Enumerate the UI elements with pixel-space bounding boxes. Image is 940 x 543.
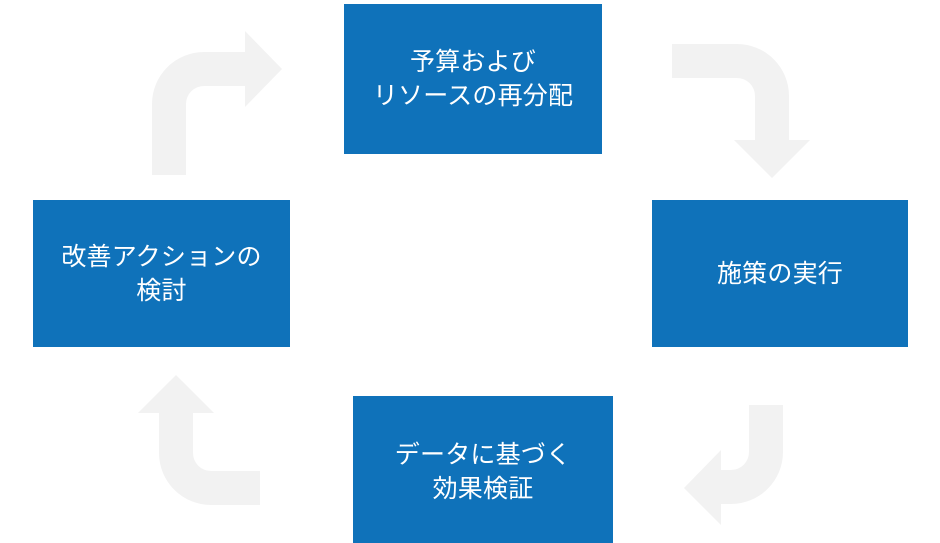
arrow-top-to-right bbox=[672, 44, 810, 178]
cycle-node-left-label: 改善アクションの 検討 bbox=[61, 242, 262, 305]
arrow-bottom-to-left bbox=[138, 375, 260, 505]
cycle-node-bottom[interactable]: データに基づく 効果検証 bbox=[353, 396, 613, 543]
cycle-node-left[interactable]: 改善アクションの 検討 bbox=[33, 200, 290, 347]
cycle-node-top-label: 予算および リソースの再分配 bbox=[372, 48, 574, 110]
cycle-node-right-label: 施策の実行 bbox=[716, 259, 843, 288]
arrow-right-to-bottom bbox=[684, 405, 783, 525]
cycle-node-top[interactable]: 予算および リソースの再分配 bbox=[344, 4, 602, 154]
cycle-node-bottom-label: データに基づく 効果検証 bbox=[394, 441, 572, 503]
cycle-node-right[interactable]: 施策の実行 bbox=[652, 200, 908, 347]
arrow-left-to-top bbox=[152, 31, 282, 175]
